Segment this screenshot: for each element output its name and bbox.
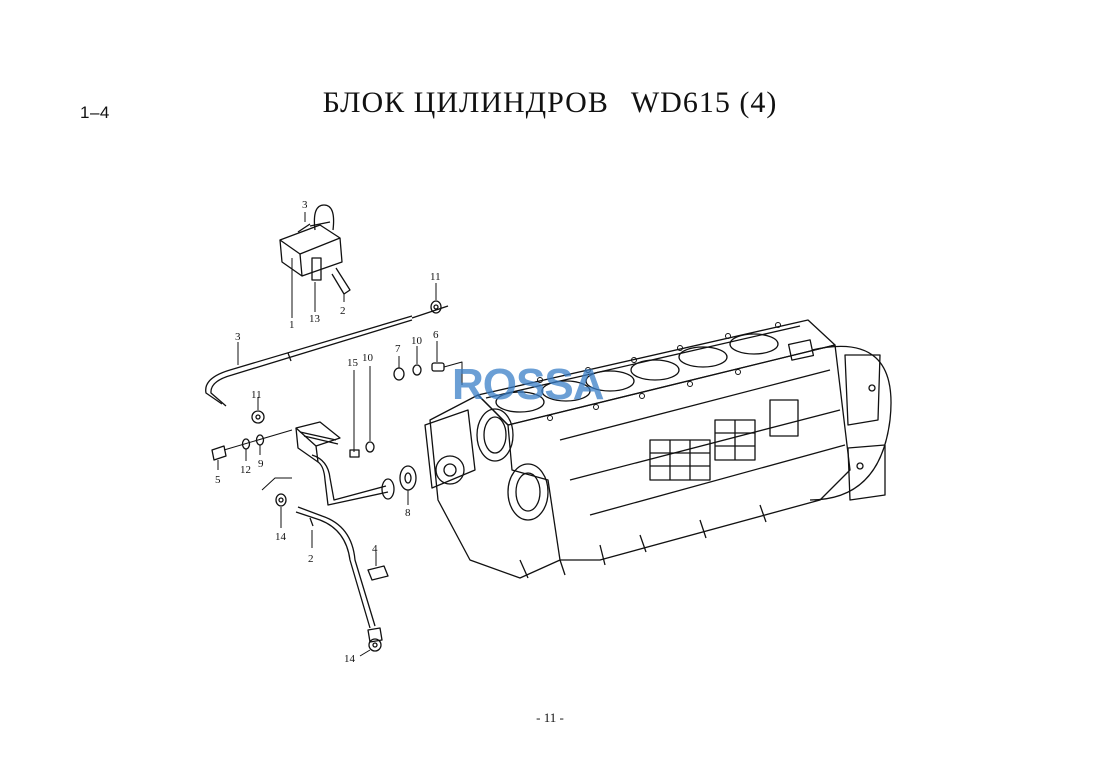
bolt-5-drawing	[211, 429, 293, 461]
cylinder-block-drawing	[424, 319, 892, 579]
callout-3-top: 3	[302, 199, 308, 211]
callout-4: 4	[372, 543, 378, 555]
callout-9: 9	[258, 458, 264, 470]
page-title: БЛОК ЦИЛИНДРОВ WD615 (4)	[0, 86, 1100, 120]
callout-11-top: 11	[430, 271, 441, 283]
title-main: БЛОК ЦИЛИНДРОВ	[322, 86, 609, 119]
callout-3-pipe: 3	[235, 331, 241, 343]
washer-11-top	[430, 300, 442, 314]
callout-1: 1	[289, 319, 295, 331]
callout-13: 13	[309, 313, 321, 325]
clip-4-drawing	[367, 552, 389, 581]
callout-8: 8	[405, 507, 411, 519]
watermark-logo: ROSSA	[452, 360, 652, 420]
section-number: 1–4	[80, 103, 110, 122]
washer-14-lower	[368, 638, 382, 652]
callout-12: 12	[240, 464, 251, 476]
callout-6: 6	[433, 329, 439, 341]
oil-fitting-drawing	[295, 421, 395, 506]
callout-2-pipe: 2	[308, 553, 314, 565]
bolt-15-drawing	[349, 370, 360, 458]
flange-8-drawing	[399, 465, 417, 505]
title-model: WD615 (4)	[630, 86, 778, 119]
callout-15: 15	[347, 357, 359, 369]
callout-11-lower: 11	[251, 389, 262, 401]
valve-assembly-drawing	[279, 204, 351, 295]
callout-7: 7	[395, 343, 401, 355]
pipe-2-drawing	[295, 506, 376, 629]
callout-14-lower: 14	[344, 653, 356, 665]
callout-14-upper: 14	[275, 531, 287, 543]
page-number: - 11 -	[536, 710, 564, 725]
callout-10-right: 10	[411, 335, 423, 347]
watermark-text: ROSSA	[452, 360, 604, 409]
washer-14-upper	[275, 493, 287, 507]
callout-2-top: 2	[340, 305, 346, 317]
callout-10-left: 10	[362, 352, 374, 364]
callout-5: 5	[215, 474, 221, 486]
pipe-3-drawing	[205, 305, 449, 407]
bolt-6-drawing	[431, 341, 445, 372]
